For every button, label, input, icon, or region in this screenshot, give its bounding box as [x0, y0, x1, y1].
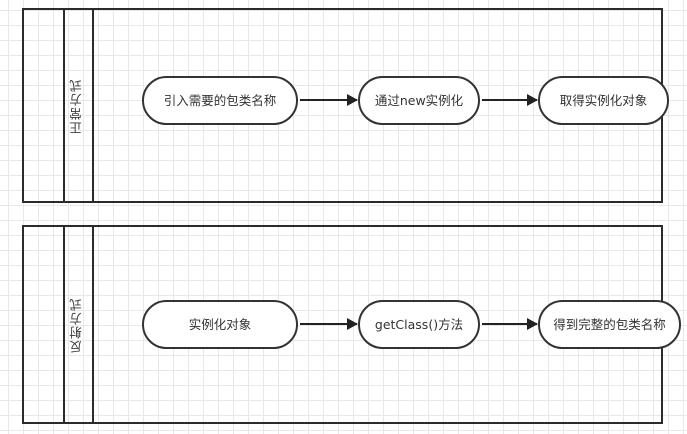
node-get-instance-label: 取得实例化对象 — [559, 93, 648, 108]
swimlane-normal-label-divider — [92, 10, 94, 201]
swimlane-normal[interactable]: 正常方式 引入需要的包类名称 通过new实例化 取得实例化对象 — [22, 8, 669, 203]
node-getclass-method-label: getClass()方法 — [374, 317, 464, 332]
swimlane-reflection-body: 实例化对象 getClass()方法 得到完整的包类名称 — [92, 227, 681, 422]
swimlane-normal-body: 引入需要的包类名称 通过new实例化 取得实例化对象 — [92, 10, 669, 201]
swimlane-normal-label-cell: 正常方式 — [63, 10, 92, 201]
node-full-package-name[interactable]: 得到完整的包类名称 — [538, 300, 681, 349]
node-instance-object[interactable]: 实例化对象 — [142, 300, 298, 349]
connector-getclass-to-fullname — [482, 323, 537, 326]
swimlane-reflection-gutter-divider — [63, 227, 65, 422]
node-import-package[interactable]: 引入需要的包类名称 — [142, 76, 298, 125]
node-import-package-label: 引入需要的包类名称 — [163, 93, 277, 108]
connector-instance-to-getclass — [300, 323, 357, 326]
node-new-instance-label: 通过new实例化 — [374, 93, 464, 108]
node-new-instance[interactable]: 通过new实例化 — [358, 76, 480, 125]
swimlane-reflection-label-cell: 反射方式 — [63, 227, 92, 422]
node-full-package-name-label: 得到完整的包类名称 — [553, 317, 666, 332]
swimlane-normal-label: 正常方式 — [69, 77, 85, 134]
swimlane-reflection-label-divider — [92, 227, 94, 422]
connector-new-to-get — [482, 99, 537, 102]
node-get-instance[interactable]: 取得实例化对象 — [538, 76, 669, 125]
swimlane-reflection-label: 反射方式 — [69, 296, 85, 353]
swimlane-normal-gutter-divider — [63, 10, 65, 201]
connector-import-to-new — [300, 99, 357, 102]
node-instance-object-label: 实例化对象 — [188, 317, 252, 332]
node-getclass-method[interactable]: getClass()方法 — [358, 300, 480, 349]
swimlane-reflection[interactable]: 反射方式 实例化对象 getClass()方法 得到完整的包类名称 — [22, 225, 681, 424]
